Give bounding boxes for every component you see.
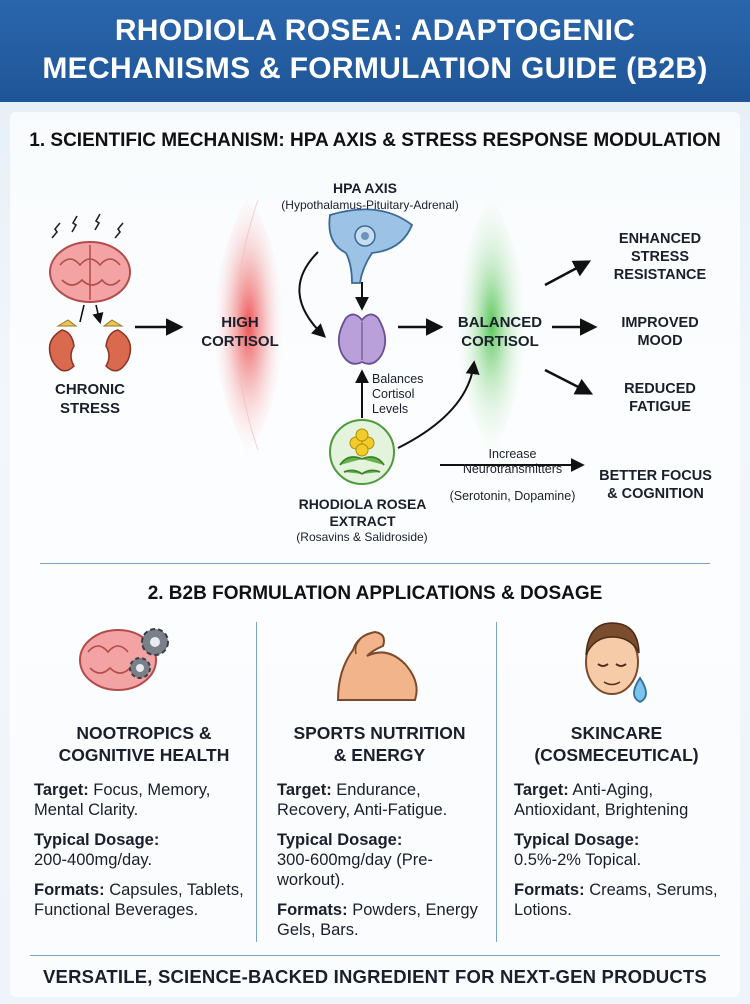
header-title-line1: RHODIOLA ROSEA: ADAPTOGENIC bbox=[114, 14, 636, 47]
footer-tagline: VERSATILE, SCIENCE-BACKED INGREDIENT FOR… bbox=[43, 966, 707, 987]
content-panel bbox=[10, 112, 740, 997]
rhodiola-flower-icon bbox=[329, 419, 395, 485]
target-text: Target: Anti-Aging, Antioxidant, Brighte… bbox=[514, 781, 689, 819]
formats-text: Formats: Creams, Serums, Lotions. bbox=[514, 881, 718, 919]
formats-text: Formats: Capsules, Tablets, Functional B… bbox=[34, 881, 244, 919]
dosage-text: Typical Dosage:0.5%-2% Topical. bbox=[514, 831, 642, 869]
outcome-reduced-fatigue: REDUCED FATIGUE bbox=[624, 381, 696, 415]
target-text: Target: Focus, Memory, Mental Clarity. bbox=[34, 781, 211, 819]
section1-title: 1. SCIENTIFIC MECHANISM: HPA AXIS & STRE… bbox=[29, 130, 721, 151]
high-cortisol-zone bbox=[214, 195, 283, 455]
application-column-nootropics: NOOTROPICS & COGNITIVE HEALTH Target: Fo… bbox=[34, 722, 254, 920]
dosage-text: Typical Dosage:300-600mg/day (Pre-workou… bbox=[277, 831, 433, 889]
formats-text: Formats: Powders, Energy Gels, Bars. bbox=[277, 901, 478, 939]
footer-divider bbox=[30, 955, 720, 956]
neurotransmitter-note: Increase Neurotransmitters bbox=[462, 447, 563, 476]
column-divider-1 bbox=[256, 622, 257, 942]
kidney-icon bbox=[48, 319, 132, 372]
rhodiola-extract-label: RHODIOLA ROSEA EXTRACT bbox=[298, 496, 427, 529]
application-column-skincare: SKINCARE (COSMECEUTICAL) Target: Anti-Ag… bbox=[514, 722, 719, 920]
dosage-text: Typical Dosage:200-400mg/day. bbox=[34, 831, 160, 869]
target-text: Target: Endurance, Recovery, Anti-Fatigu… bbox=[277, 781, 448, 819]
column-title: SPORTS NUTRITION & ENERGY bbox=[293, 723, 466, 765]
hpa-axis-title: HPA AXIS bbox=[332, 180, 398, 196]
hpa-gland-icon bbox=[328, 208, 414, 284]
high-cortisol-label: HIGH CORTISOL bbox=[201, 314, 279, 350]
header-title-line2: MECHANISMS & FORMULATION GUIDE (B2B) bbox=[42, 52, 708, 85]
brain-gears-icon bbox=[79, 628, 169, 691]
rhodiola-extract-subtitle: (Rosavins & Salidroside) bbox=[296, 530, 428, 544]
flexed-arm-icon bbox=[336, 630, 418, 701]
brain-stress-icon bbox=[49, 213, 131, 303]
neurotransmitter-sub: (Serotonin, Dopamine) bbox=[449, 489, 576, 503]
column-title: NOOTROPICS & COGNITIVE HEALTH bbox=[58, 723, 230, 765]
hpa-axis-subtitle: (Hypothalamus-Pituitary-Adrenal) bbox=[281, 198, 459, 212]
column-title: SKINCARE (COSMECEUTICAL) bbox=[534, 723, 699, 765]
balances-cortisol-note: Balances Cortisol Levels bbox=[372, 372, 424, 416]
section-divider bbox=[40, 563, 710, 564]
chronic-stress-label: CHRONIC STRESS bbox=[55, 381, 125, 417]
balanced-cortisol-zone bbox=[457, 195, 526, 455]
adrenal-gland-icon bbox=[337, 313, 387, 365]
application-column-sports: SPORTS NUTRITION & ENERGY Target: Endura… bbox=[277, 722, 482, 940]
balanced-cortisol-label: BALANCED CORTISOL bbox=[457, 314, 543, 350]
page-header: RHODIOLA ROSEA: ADAPTOGENIC MECHANISMS &… bbox=[0, 0, 750, 102]
face-droplet-icon bbox=[585, 622, 647, 704]
outcome-improved-mood: IMPROVED MOOD bbox=[621, 315, 699, 349]
outcome-stress-resistance: ENHANCED STRESS RESISTANCE bbox=[613, 231, 707, 283]
section2-title: 2. B2B FORMULATION APPLICATIONS & DOSAGE bbox=[147, 583, 603, 604]
outcome-better-focus: BETTER FOCUS & COGNITION bbox=[599, 468, 712, 502]
column-divider-2 bbox=[496, 622, 497, 942]
